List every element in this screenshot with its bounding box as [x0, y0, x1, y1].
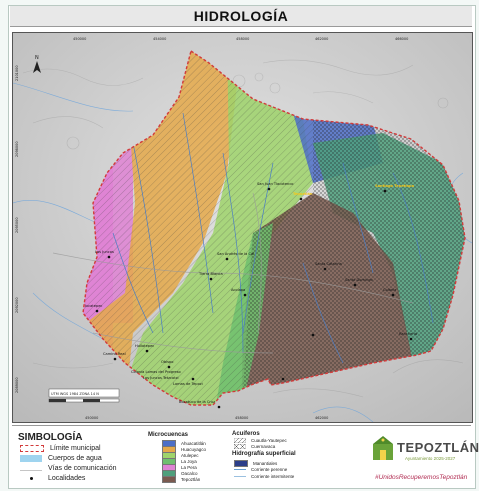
acuiferos-title: Acuíferos — [232, 431, 260, 437]
crosshatch-swatch — [234, 444, 246, 449]
campaign-hashtag: #UnidosRecuperemosTepoztlán — [375, 474, 468, 481]
legend-label: Corriente perenne — [251, 467, 288, 472]
north-arrow: N — [33, 55, 41, 73]
map-canvas: San Juan Tlacotenco Tepoztlán Santiago T… — [13, 33, 472, 422]
hatch-swatch — [234, 438, 246, 443]
coord-label: 2089000 — [15, 377, 19, 393]
locality-label: San Andrés de la Cal — [217, 252, 254, 256]
top-coordinate-ticks: 450000 454000 458000 462000 466000 — [73, 37, 408, 41]
coord-label: 450000 — [85, 416, 98, 420]
swatch — [162, 476, 176, 483]
legend-label: Tepoztlán — [181, 476, 201, 482]
locality-label: Santa Catarina — [315, 262, 342, 266]
branding-block: TEPOZTLÁN Ayuntamiento 2025-2027 #Unidos… — [367, 428, 479, 484]
locality-label: Acolapa — [231, 288, 245, 292]
locality-label: Bocatuco de la Cruz — [179, 400, 215, 404]
locality-label: Tierra Blanca — [198, 272, 223, 276]
coord-label: 458000 — [235, 416, 248, 420]
left-coordinate-ticks: 2101000 2098000 2095000 2092000 2089000 — [15, 65, 19, 393]
coord-label: 466000 — [395, 37, 408, 41]
legend-label: La Pera — [181, 464, 197, 470]
legend-label: Cuautla-Yautepec — [251, 438, 287, 443]
utm-label: UTM WGS 1984 ZONA 14 N — [51, 392, 99, 396]
coord-label: 450000 — [73, 37, 86, 41]
coord-label: 454000 — [153, 37, 166, 41]
locality-label: Los Juncos Tetzcotzi — [143, 376, 179, 380]
legend-label: Límite municipal — [50, 445, 101, 452]
bottom-coordinate-ticks: 450000 458000 462000 — [85, 416, 328, 420]
locality-label: Los Juncos — [95, 250, 114, 254]
map-panel: San Juan Tlacotenco Tepoztlán Santiago T… — [12, 32, 473, 423]
administration-label: Ayuntamiento 2025-2027 — [405, 456, 456, 461]
legend-item: Tepoztlán — [162, 476, 200, 483]
locality-label: Colonia — [383, 288, 396, 292]
legend-item: Corriente intermitente — [234, 474, 294, 479]
locality-label: Lomas de Tepozi — [173, 382, 203, 386]
legend-item: Cuerpos de agua — [20, 455, 102, 462]
locality-labels: San Juan Tlacotenco Tepoztlán Santiago T… — [85, 182, 417, 404]
legend-item: Manantiales — [234, 460, 277, 467]
locality-dot-icon — [29, 477, 33, 480]
svg-text:N: N — [35, 55, 39, 61]
locality-label: Obispo — [161, 360, 173, 364]
stream-swatch — [234, 469, 246, 470]
locality-label: San Juan Tlacotenco — [257, 182, 294, 186]
roads-layer — [52, 192, 414, 354]
legend-item: Localidades — [20, 475, 85, 482]
locality-label: Santo Domingo — [345, 278, 373, 282]
coord-label: 462000 — [315, 37, 328, 41]
water-swatch — [20, 455, 42, 462]
legend-item: Vías de comunicación — [20, 465, 116, 472]
locality-label: Huilotepec — [135, 344, 154, 348]
locality-label: Ranchería — [399, 332, 417, 336]
spring-swatch — [234, 460, 248, 467]
coord-label: 458000 — [236, 37, 249, 41]
title-bar: HIDROLOGÍA — [10, 6, 472, 27]
utm-scale: UTM WGS 1984 ZONA 14 N — [48, 388, 120, 403]
legend-label: Cuernavaca — [251, 444, 276, 449]
locality-label: Tepoztlán — [293, 192, 313, 196]
legend-label: Cuerpos de agua — [48, 455, 102, 462]
locality-label: Santiago Tepetlapa — [375, 184, 415, 188]
microcuencas-title: Microcuencas — [148, 432, 189, 438]
coord-label: 2101000 — [15, 65, 19, 81]
coord-label: 462000 — [315, 416, 328, 420]
legend-item: Cuernavaca — [234, 444, 275, 449]
locality-label: Colonia Lomas del Progreso — [131, 370, 181, 374]
locality-label: Camino Real — [103, 352, 126, 356]
stream-swatch — [234, 476, 246, 477]
legend-label: Ahuacatitlán — [181, 440, 206, 446]
boundary-swatch — [20, 445, 44, 452]
road-swatch — [20, 469, 42, 471]
legend-label: Manantiales — [253, 460, 278, 466]
page-title: HIDROLOGÍA — [193, 8, 289, 24]
legend-label: Oacalco — [181, 470, 198, 476]
legend-panel: SIMBOLOGÍA Límite municipal Cuerpos de a… — [12, 425, 479, 486]
legend-label: La Joya — [181, 458, 197, 464]
legend-label: Corriente intermitente — [251, 474, 295, 479]
locality-points — [95, 187, 413, 409]
hidrografia-title: Hidrografía superficial — [232, 451, 296, 457]
streams-inside — [112, 112, 434, 364]
coord-label: 2098000 — [15, 141, 19, 157]
legend-label: Atulepec — [181, 452, 199, 458]
legend-title: SIMBOLOGÍA — [18, 432, 83, 443]
locality-swatch — [20, 475, 42, 482]
coord-label: 2092000 — [15, 297, 19, 313]
municipality-name: TEPOZTLÁN — [397, 440, 479, 455]
legend-item: Límite municipal — [20, 445, 101, 452]
legend-item: Corriente perenne — [234, 467, 287, 472]
coord-label: 2095000 — [15, 217, 19, 233]
legend-label: Localidades — [48, 475, 86, 482]
hillshade-texture — [22, 59, 464, 398]
legend-label: Vías de comunicación — [48, 465, 117, 472]
municipal-emblem-icon — [373, 436, 393, 460]
legend-item: Cuautla-Yautepec — [234, 438, 287, 443]
locality-label: Ixcatepec — [85, 304, 102, 308]
legend-label: Huacuyagco — [181, 446, 207, 452]
